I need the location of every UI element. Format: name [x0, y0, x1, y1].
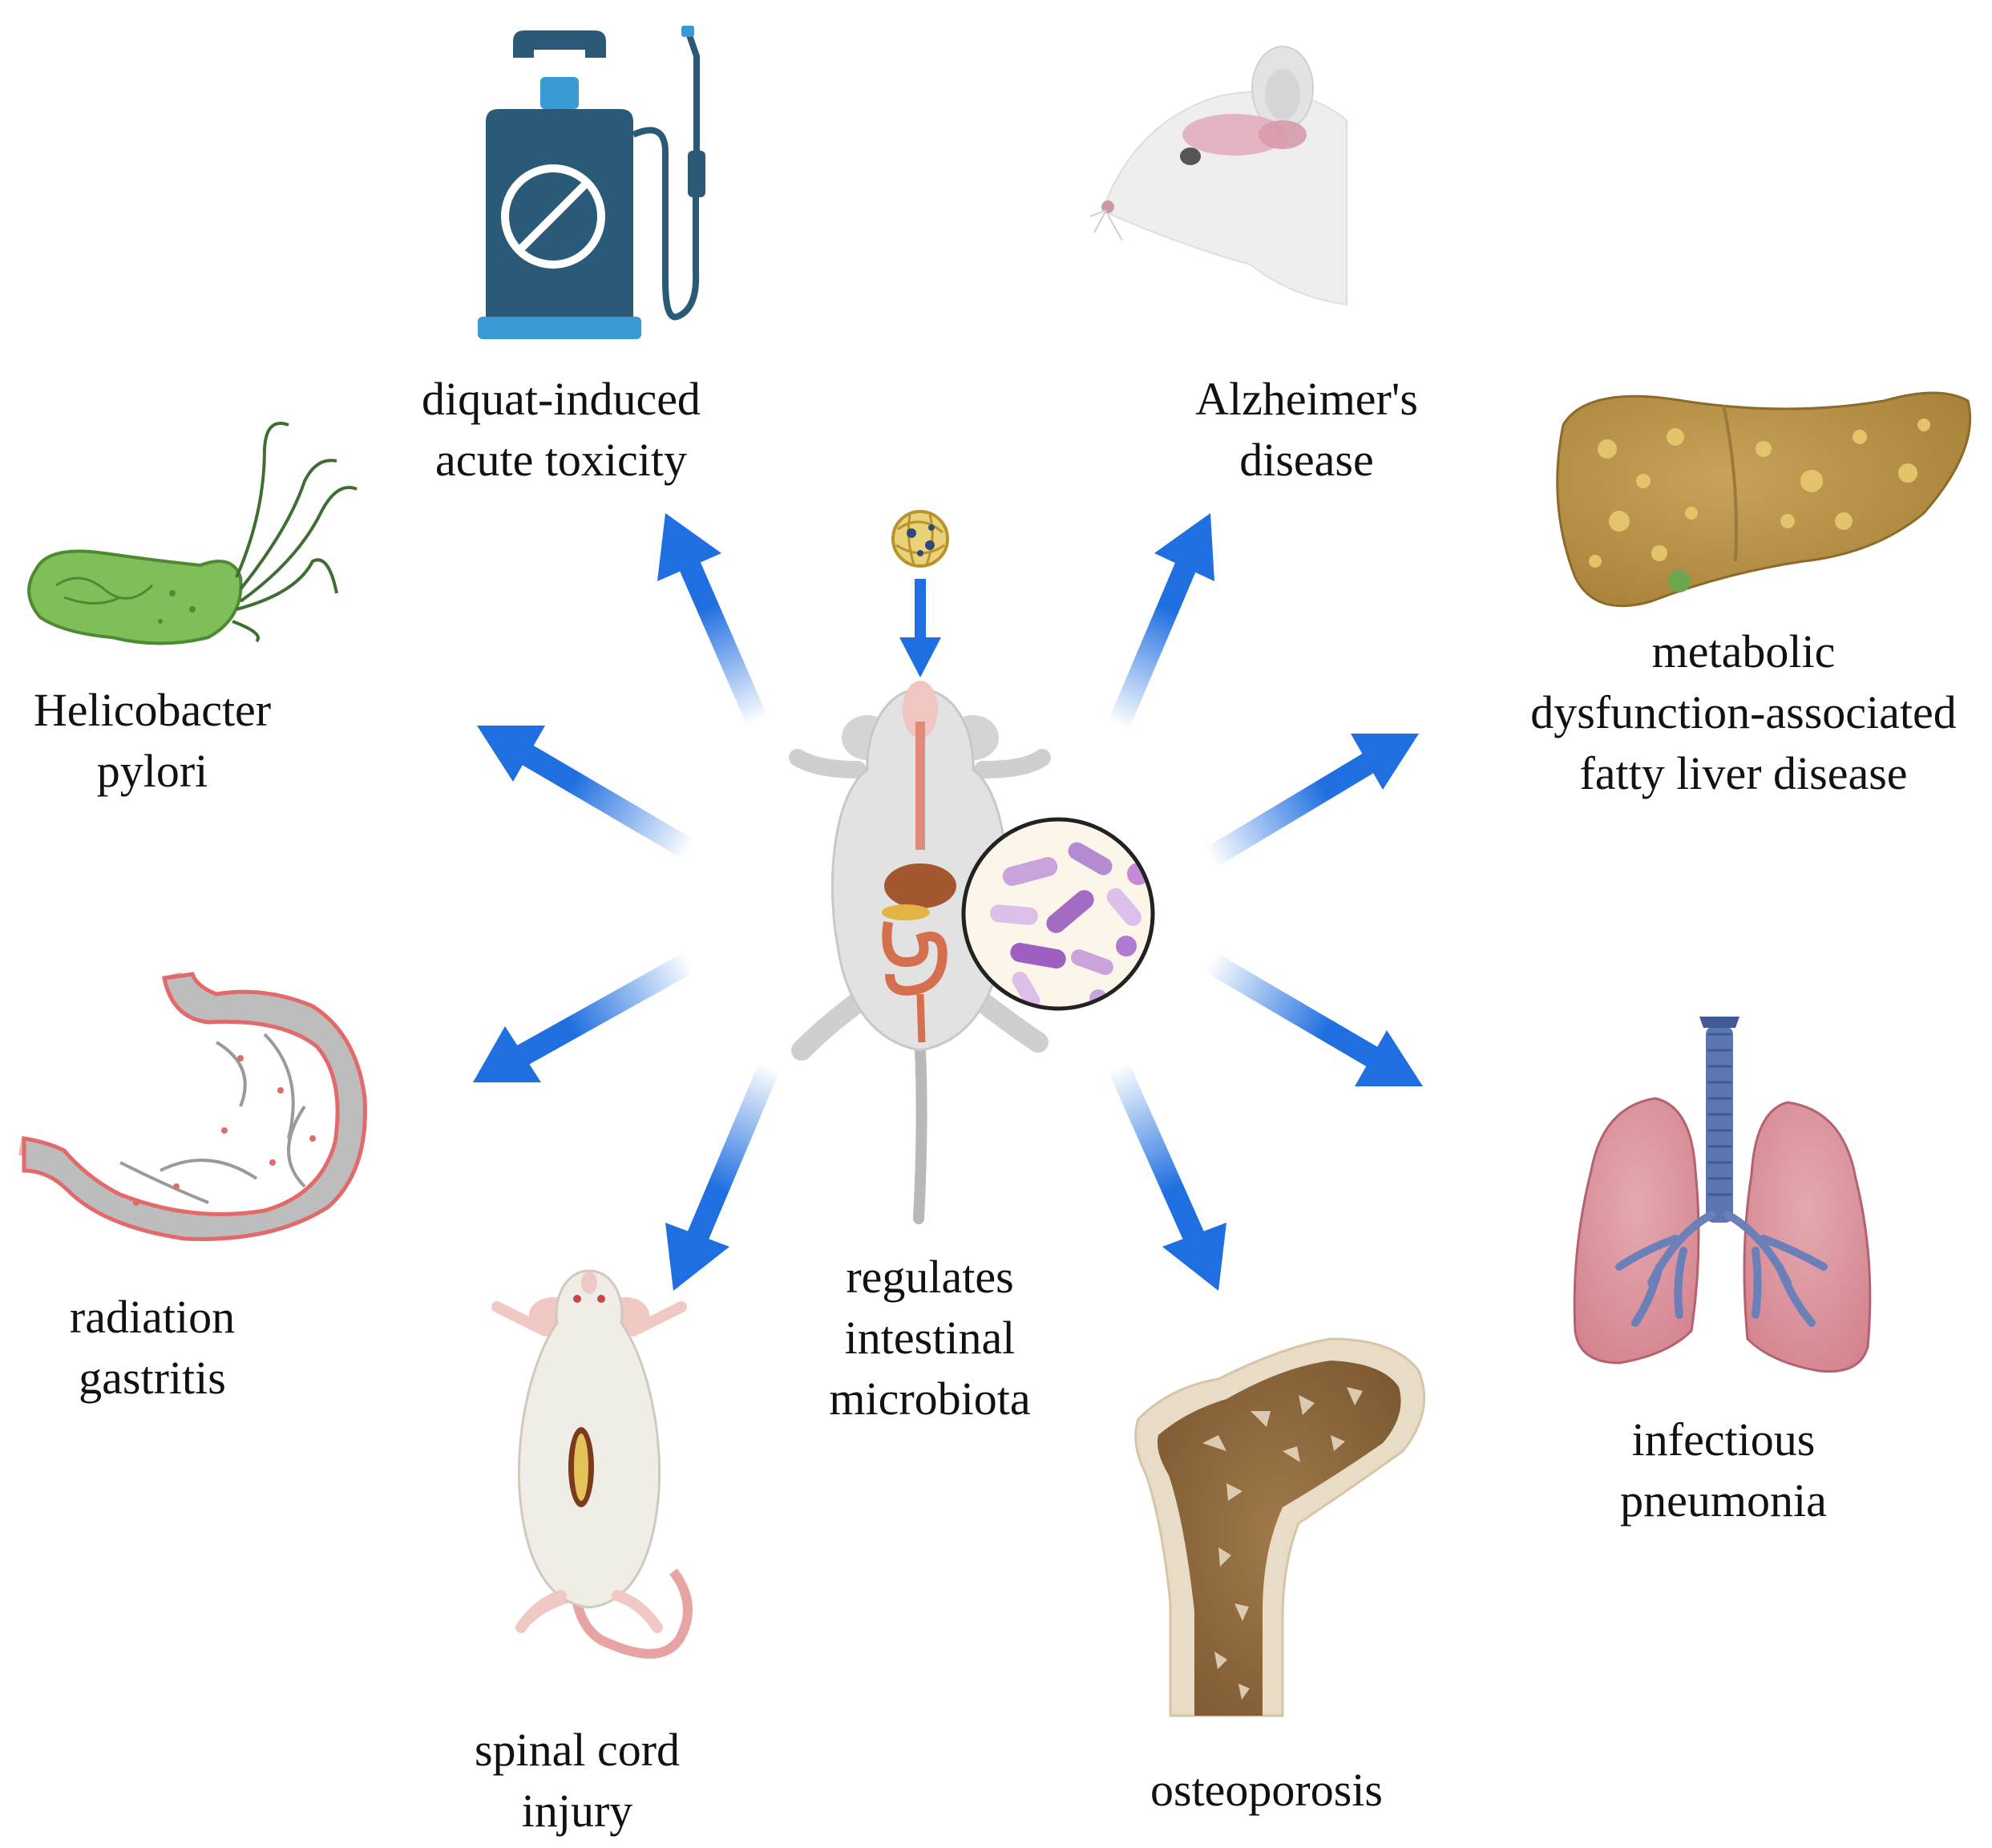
sprayer-icon — [478, 26, 705, 339]
label-helicobacter: Helicobacter pylori — [33, 684, 272, 797]
microbiota-magnifier-icon — [961, 817, 1155, 1011]
nanoparticle-icon — [891, 510, 949, 568]
arrow-to-diquat — [657, 513, 768, 726]
arrow-to-pneumonia — [1204, 952, 1423, 1086]
label-diquat: diquat-induced acute toxicity — [422, 373, 701, 486]
label-alzheimers: Alzheimer's disease — [1195, 373, 1418, 486]
lungs-icon — [1573, 1017, 1872, 1373]
arrow-to-spinal — [665, 1061, 780, 1291]
bacterium-icon — [27, 422, 358, 645]
mouse-anatomy-icon — [789, 681, 1051, 1224]
label-mafld: metabolic dysfunction-associated fatty l… — [1530, 625, 1957, 799]
label-pneumonia: infectious pneumonia — [1620, 1413, 1827, 1527]
arrow-to-helicobacter — [477, 726, 696, 860]
rat-brain-icon — [1089, 46, 1348, 306]
arrow-to-gastritis — [473, 952, 695, 1082]
label-center: regulates intestinal microbiota — [829, 1251, 1031, 1425]
stomach-icon — [18, 972, 367, 1241]
bone-icon — [1134, 1337, 1426, 1717]
injured-rat-icon — [491, 1269, 693, 1659]
fatty-liver-icon — [1556, 391, 1972, 608]
arrow-to-alzheimers — [1108, 513, 1214, 730]
arrow-to-mafld — [1204, 734, 1419, 868]
arrow-administration — [899, 579, 941, 677]
label-spinal: spinal cord injury — [474, 1724, 681, 1837]
arrow-to-osteoporosis — [1108, 1061, 1226, 1291]
label-gastritis: radiation gastritis — [69, 1291, 236, 1404]
label-osteoporosis: osteoporosis — [1150, 1764, 1383, 1816]
